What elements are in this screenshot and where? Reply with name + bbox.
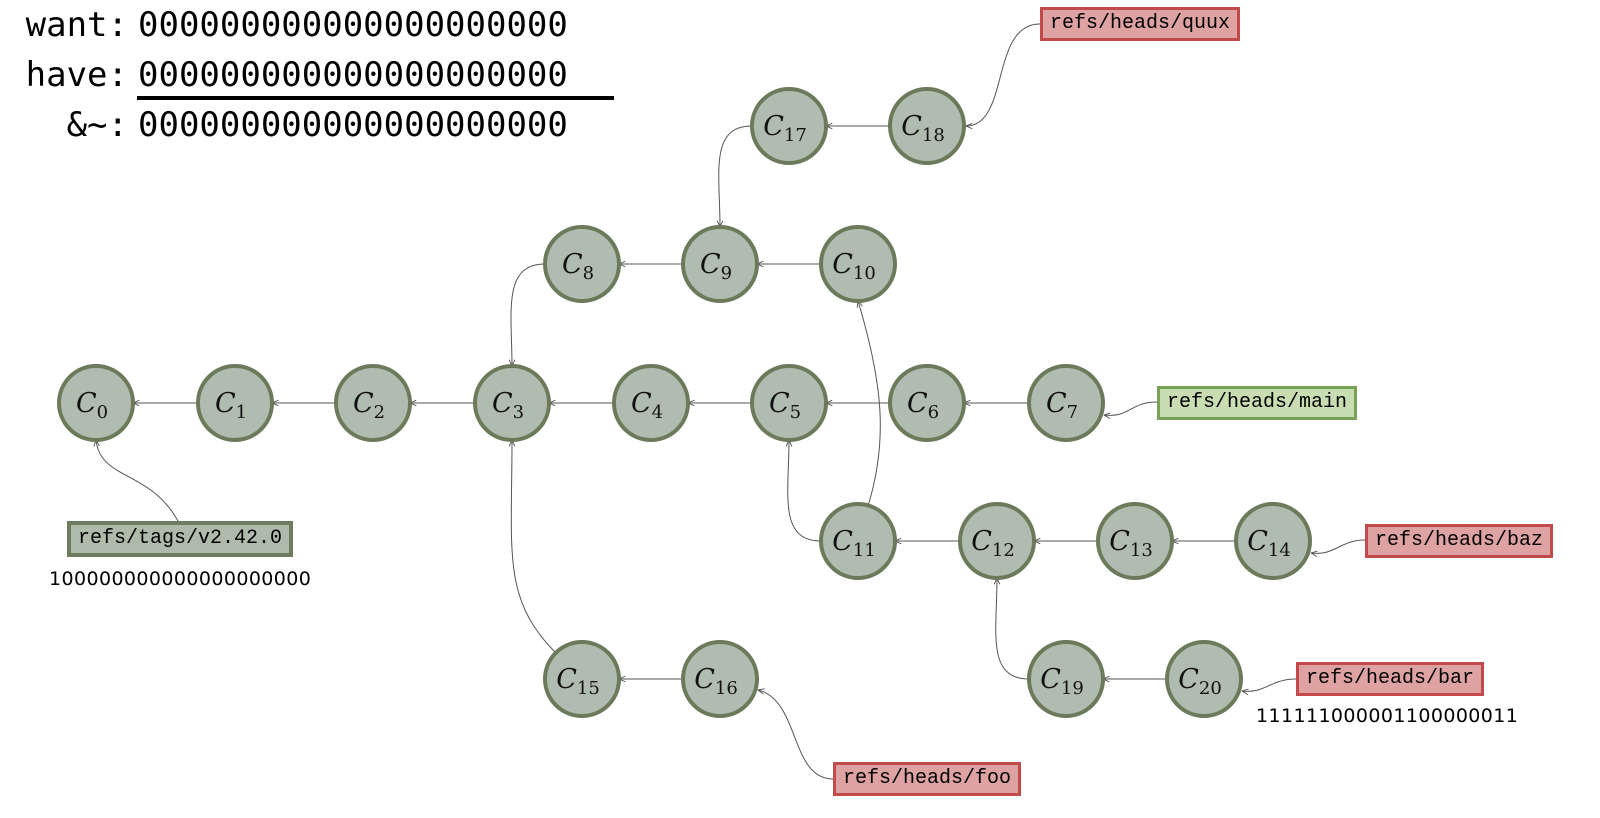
commit-c4[interactable]: C4 [612,364,690,442]
commit-label: C7 [1046,388,1078,423]
commit-label: C15 [556,664,600,699]
commit-c20[interactable]: C20 [1165,640,1243,718]
edge-c11-c5 [788,440,822,542]
commit-c9[interactable]: C9 [681,225,759,303]
commit-circle [612,364,690,442]
commit-c14[interactable]: C14 [1234,502,1312,580]
commit-c5[interactable]: C5 [750,364,828,442]
commit-label: C8 [562,249,594,284]
commit-circle [543,225,621,303]
commit-c19[interactable]: C19 [1027,640,1105,718]
commit-circle [958,502,1036,580]
commit-circle [819,225,897,303]
commit-label: C4 [631,388,663,423]
commit-circle [473,364,551,442]
result-row: &~:000000000000000000000 [0,100,568,150]
commit-c1[interactable]: C1 [196,364,274,442]
commit-c6[interactable]: C6 [888,364,966,442]
commit-circle [1027,364,1105,442]
commit-c0[interactable]: C0 [57,364,135,442]
commit-c7[interactable]: C7 [1027,364,1105,442]
commit-circle [334,364,412,442]
commit-c17[interactable]: C17 [750,87,828,165]
bar-bitmap: 111111000001100000011 [1256,705,1519,727]
ref-tag-v2-42-0[interactable]: refs/tags/v2.42.0 [67,521,294,557]
commit-label: C11 [832,526,876,561]
bitmap-summary: want:000000000000000000000 have:00000000… [0,0,568,150]
ref-quux[interactable]: refs/heads/quux [1040,7,1241,41]
commit-c18[interactable]: C18 [888,87,966,165]
commit-circle [888,364,966,442]
ref-edge-foo [758,690,834,780]
commit-label: C5 [769,388,801,423]
edge-c11-c10 [858,301,881,507]
commit-c2[interactable]: C2 [334,364,412,442]
commit-label: C0 [76,388,108,423]
tag-bitmap: 100000000000000000000 [49,568,312,590]
want-row: want:000000000000000000000 [0,0,568,50]
edge-c17-c9 [719,125,753,227]
commit-circle [543,640,621,718]
commit-circle [750,364,828,442]
commit-label: C2 [353,388,385,423]
ref-edge-quux [966,23,1041,126]
commit-circle [1165,640,1243,718]
commit-circle [1234,502,1312,580]
commit-c3[interactable]: C3 [473,364,551,442]
ref-bar[interactable]: refs/heads/bar [1296,662,1485,696]
have-bits: 000000000000000000000 [138,55,568,95]
ref-main[interactable]: refs/heads/main [1157,386,1358,420]
commit-label: C17 [763,111,807,146]
commit-label: C10 [832,249,876,284]
commit-label: C13 [1109,526,1153,561]
commit-circle [196,364,274,442]
commit-label: C1 [215,388,247,423]
commit-c13[interactable]: C13 [1096,502,1174,580]
commit-c15[interactable]: C15 [543,640,621,718]
edge-c8-c3 [511,263,546,366]
result-bits: 000000000000000000000 [138,105,568,145]
commit-label: C16 [694,664,738,699]
ref-foo[interactable]: refs/heads/foo [833,762,1022,796]
commit-c8[interactable]: C8 [543,225,621,303]
ref-baz[interactable]: refs/heads/baz [1365,524,1554,558]
commit-label: C6 [907,388,939,423]
commit-label: C9 [700,249,732,284]
commit-circle [681,640,759,718]
result-label: &~: [66,105,128,145]
commit-circle [819,502,897,580]
commit-label: C20 [1178,664,1222,699]
commit-c12[interactable]: C12 [958,502,1036,580]
ref-edge-bar [1242,678,1297,691]
commit-circle [1096,502,1174,580]
sum-rule [137,96,614,100]
commit-c10[interactable]: C10 [819,225,897,303]
ref-edge-tag [96,440,179,522]
commit-circle [681,225,759,303]
commit-label: C18 [901,111,945,146]
commit-label: C3 [492,388,524,423]
have-row: have:000000000000000000000 [0,50,568,100]
commit-c11[interactable]: C11 [819,502,897,580]
commit-circle [750,87,828,165]
commit-circle [57,364,135,442]
want-label: want: [25,5,128,45]
commit-circle [1027,640,1105,718]
commit-label: C12 [971,526,1015,561]
ref-edge-main [1104,401,1158,415]
commit-label: C19 [1040,664,1084,699]
have-label: have: [25,55,128,95]
edge-c15-c3 [511,440,557,654]
ref-edge-baz [1311,539,1366,553]
want-bits: 000000000000000000000 [138,5,568,45]
commit-c16[interactable]: C16 [681,640,759,718]
commit-circle [888,87,966,165]
commit-label: C14 [1247,526,1291,561]
edge-c19-c12 [996,578,1030,680]
